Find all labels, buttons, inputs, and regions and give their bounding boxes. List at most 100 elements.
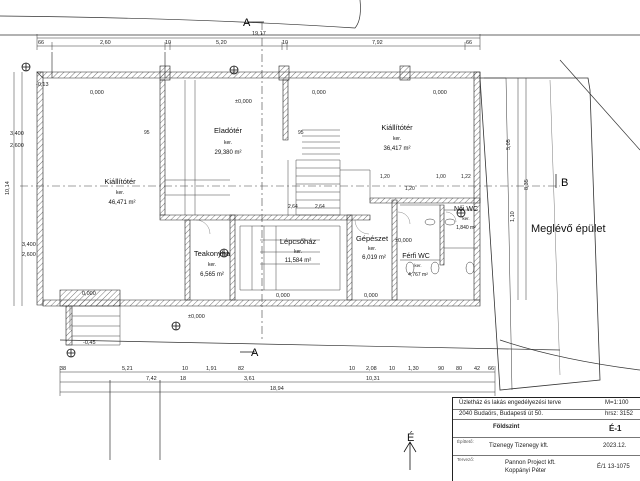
door-swings: [195, 211, 457, 235]
title-block-row-client: Építtető: Tizenegy Tizenegy kft. 2023.12…: [453, 437, 640, 456]
dim-bottom-2-1: 18: [180, 376, 186, 382]
dim-inner-4: 2,64: [315, 204, 325, 210]
dim-top-overall: 19,17: [252, 31, 266, 37]
site-boundary: [0, 0, 640, 460]
dim-bottom-1-7: 10: [389, 366, 395, 372]
dim-bottom-1-1: 5,21: [122, 366, 133, 372]
title-block-row-designer: Tervező: Pannon Project kft. Koppányi Pé…: [453, 455, 640, 481]
dimension-top: [36, 34, 481, 50]
level-marker-icon: [229, 65, 239, 75]
client-name: Tizenegy Tizenegy kft.: [489, 443, 549, 449]
level-bottom-left: -0,45: [83, 340, 96, 346]
dim-bottom-1-3: 1,91: [206, 366, 217, 372]
dim-inner-6: 95: [144, 130, 150, 136]
level-marker-icon: [21, 62, 31, 72]
level-wall-3: 0,000: [433, 90, 447, 96]
toilet-icon: [430, 261, 440, 275]
level-wall-6: 0,000: [364, 293, 378, 299]
room-area-noi-wc: 1,840 m²: [456, 225, 476, 231]
address: 2040 Budaörs, Budapesti út 50.: [459, 411, 544, 417]
room-name-lepcsohaz: Lépcsőház: [280, 237, 317, 246]
existing-building: Meglévő épület: [479, 77, 606, 391]
room-ker-teakonyha: ker.: [208, 262, 216, 268]
dim-top-6: 66: [466, 40, 472, 46]
level-elado: ±0,000: [235, 99, 252, 105]
dimension-bottom: [59, 366, 496, 396]
room-ker-kiallito-left: ker.: [116, 190, 124, 196]
dim-bottom-2-0: 7,42: [146, 376, 157, 382]
dim-inner-3: 2,64: [288, 204, 298, 210]
room-area-ferfi-wc: 4,767 m²: [408, 272, 428, 278]
room-name-ferfi-wc: Férfi WC: [402, 253, 430, 260]
grid-label-b: B: [561, 177, 568, 189]
client-label: Építtető:: [457, 439, 474, 444]
room-area-kiallito-left: 46,471 m²: [108, 200, 135, 206]
room-name-kiallito-right: Kiállítótér: [381, 123, 413, 132]
dim-inner-2: 1,22: [461, 174, 471, 180]
room-ker-lepcsohaz: ker.: [294, 249, 302, 255]
level-marker-icon: [456, 208, 466, 218]
dimension-right: [517, 78, 527, 300]
dim-top-3: 5,20: [216, 40, 227, 46]
dim-inner-0: 1,20: [380, 174, 390, 180]
room-name-gepeszet: Gépészet: [356, 234, 389, 243]
dim-bottom-2-2: 3,61: [244, 376, 255, 382]
level-wall-1: 0,000: [90, 90, 104, 96]
dim-inner-1: 1,00: [436, 174, 446, 180]
dim-right-2: 1,10: [510, 211, 516, 222]
room-area-lepcsohaz: 11,584 m²: [285, 258, 312, 264]
room-ker-elado: ker.: [224, 140, 232, 146]
dim-left-3: 3,400: [22, 242, 36, 248]
toilet-icon: [405, 261, 415, 275]
dim-left-1: 2,600: [10, 143, 24, 149]
level-wall-4: 0,000: [82, 291, 96, 297]
title-block: Üzletház és lakás engedélyezési terve M=…: [452, 397, 640, 481]
level-marker-icon: [66, 348, 76, 358]
designer-label: Tervező:: [457, 457, 475, 462]
level-markers: [21, 62, 466, 358]
room-area-kiallito-right: 36,417 m²: [383, 146, 410, 152]
level-bottom-mid: ±0,000: [188, 314, 205, 320]
dim-top-5: 7,92: [372, 40, 383, 46]
room-ker-ferfi-wc: ker.: [414, 263, 421, 268]
sink-icon: [424, 218, 436, 226]
room-name-teakonyha: Teakonyha: [194, 249, 231, 258]
dim-top-1: 2,60: [100, 40, 111, 46]
title-block-row-sheet: Földszint É-1: [453, 419, 640, 438]
dim-right-1: 8,35: [524, 179, 530, 190]
title-block-row-address: 2040 Budaörs, Budapesti út 50. hrsz: 315…: [453, 409, 640, 420]
dim-bottom-1-4: 82: [238, 366, 244, 372]
license-number: É/1 13-1075: [597, 464, 630, 470]
hrsz: hrsz: 3152: [605, 411, 634, 417]
scale: M=1:100: [605, 400, 629, 406]
room-name-elado: Eladótér: [214, 126, 242, 135]
level-marker-icon: [171, 321, 181, 331]
dim-left-0: 3,400: [10, 131, 24, 137]
north-arrow: É: [403, 431, 417, 470]
project-name: Üzletház és lakás engedélyezési terve: [459, 400, 562, 406]
grid-label-a-bottom: A: [251, 347, 259, 359]
room-name-noi-wc: Női WC: [454, 206, 478, 213]
grid-line-b: B: [20, 174, 568, 189]
dim-inner-7: 95: [298, 130, 304, 136]
dim-left-overall: 10,14: [5, 181, 11, 195]
interior-lines: [66, 80, 478, 346]
designer-company: Pannon Project kft.: [505, 460, 556, 466]
north-label: É: [407, 431, 414, 444]
room-ker-gepeszet: ker.: [368, 246, 376, 252]
dim-right-0: 5,05: [506, 139, 512, 150]
room-ker-kiallito-right: ker.: [393, 136, 401, 142]
dim-inner-5: 1,20: [405, 186, 415, 192]
dim-bottom-1-12: 66: [488, 366, 494, 372]
dim-bottom-1-10: 80: [456, 366, 462, 372]
level-marker-icon: [219, 248, 229, 258]
room-ker-noi-wc: ker.: [462, 216, 469, 221]
grid-line-a: A A: [240, 17, 264, 359]
dim-bottom-1-6: 2,08: [366, 366, 377, 372]
level-wall-5: 0,000: [276, 293, 290, 299]
designer-name: Koppányi Péter: [505, 468, 547, 474]
grid-label-a-top: A: [243, 17, 251, 29]
room-area-gepeszet: 6,019 m²: [362, 255, 386, 261]
date: 2023.12.: [603, 443, 627, 449]
